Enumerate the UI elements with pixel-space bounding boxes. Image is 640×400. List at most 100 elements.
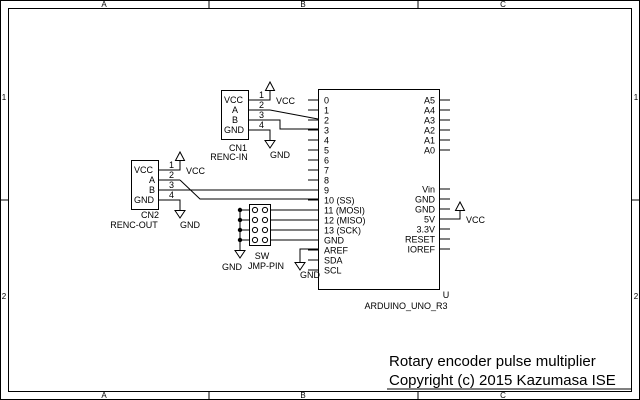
cn1-gnd-label: GND <box>270 150 291 160</box>
title-block: Rotary encoder pulse multiplier Copyrigh… <box>387 353 632 390</box>
drawing-copyright: Copyright (c) 2015 Kazumasa ISE <box>389 372 616 389</box>
arduino-pin-label-gnd-1: GND <box>415 195 436 205</box>
zone-col-c-bottom: C <box>500 391 506 400</box>
arduino-left-pin-stubs <box>308 99 318 271</box>
sw-junction-dots <box>237 207 243 243</box>
arduino-pin-label-8-8: 8 <box>324 176 329 186</box>
cn2-gnd-label: GND <box>180 220 201 230</box>
connector-cn1: VCC A B GND 1 2 3 4 CN1 RENC-IN VCC GND <box>210 80 319 162</box>
arduino-pin-label-3-3v-4: 3.3V <box>416 225 435 235</box>
cn2-pin-3-number: 3 <box>169 180 174 190</box>
arduino-vcc-symbol <box>454 200 466 211</box>
arduino-pin-label-gnd-2: GND <box>415 205 436 215</box>
zone-col-a-bottom: A <box>101 391 107 400</box>
switch-jumper: GND SW JMP-PIN <box>222 204 318 272</box>
cn2-pin-a-label: A <box>149 175 155 185</box>
cn1-pin-4-number: 4 <box>259 120 264 130</box>
sw-gnd-label: GND <box>222 262 243 272</box>
arduino-value: ARDUINO_UNO_R3 <box>364 301 447 311</box>
arduino-pin-label-3-3: 3 <box>324 126 329 136</box>
arduino-pin-label-0-0: 0 <box>324 96 329 106</box>
sw-pins <box>251 206 269 244</box>
arduino-pin-label-a5: A5 <box>424 96 435 106</box>
zone-col-b-top: B <box>300 0 305 9</box>
cn2-vcc-label: VCC <box>186 166 206 176</box>
zone-col-a-top: A <box>101 0 107 9</box>
zone-row-1-left: 1 <box>2 93 7 102</box>
arduino-pin-label-7-7: 7 <box>324 166 329 176</box>
cn2-pin-b-label: B <box>149 185 155 195</box>
cn2-pin-2-number: 2 <box>169 170 174 180</box>
cn2-pin-vcc-label: VCC <box>134 165 154 175</box>
connector-cn2: VCC A B GND 1 2 3 4 CN2 RENC-OUT VCC GND <box>110 150 318 230</box>
cn1-value: RENC-IN <box>210 152 248 162</box>
cn2-body <box>131 160 159 210</box>
arduino-pin-label-12-miso-12: 12 (MISO) <box>324 216 366 226</box>
sw-value: JMP-PIN <box>248 261 284 271</box>
cn2-reference: CN2 <box>141 210 159 220</box>
arduino-pin-label-ioref-6: IOREF <box>407 245 435 255</box>
cn2-value: RENC-OUT <box>110 220 158 230</box>
cn2-vcc-symbol <box>174 150 186 161</box>
zone-row-1-right: 1 <box>634 93 639 102</box>
zone-col-c-top: C <box>500 0 506 9</box>
arduino-gnd-symbol <box>294 262 306 271</box>
cn1-pin-vcc-label: VCC <box>224 95 244 105</box>
cn2-pin-4-number: 4 <box>169 190 174 200</box>
arduino-pin-label-aref-15: AREF <box>324 246 349 256</box>
cn1-pin-gnd-label: GND <box>224 125 245 135</box>
arduino-pin-label-gnd-14: GND <box>324 236 345 246</box>
drawing-title: Rotary encoder pulse multiplier <box>389 353 596 370</box>
cn1-pin-b-label: B <box>232 115 238 125</box>
cn2-wires <box>159 160 318 210</box>
cn1-reference: CN1 <box>229 143 247 153</box>
sw-reference: SW <box>255 251 270 261</box>
arduino-pin-label-9-9: 9 <box>324 186 329 196</box>
arduino-right-pin-stubs <box>440 99 450 250</box>
arduino-pin-label-sda-16: SDA <box>324 256 343 266</box>
sw-gnd-symbol <box>234 250 246 259</box>
cn1-vcc-symbol <box>264 80 276 91</box>
cn2-gnd-symbol <box>174 210 186 219</box>
cn2-pin-gnd-label: GND <box>134 195 155 205</box>
zone-row-2-left: 2 <box>2 292 7 301</box>
arduino-pin-label-1-1: 1 <box>324 106 329 116</box>
arduino-power-wires <box>299 210 461 262</box>
arduino-pin-label-11-mosi-11: 11 (MOSI) <box>324 206 365 216</box>
arduino-pin-label-vin-0: Vin <box>422 185 435 195</box>
cn1-pin-a-label: A <box>232 105 238 115</box>
arduino-pin-label-6-6: 6 <box>324 156 329 166</box>
cn2-pin-1-number: 1 <box>169 160 174 170</box>
cn1-pin-2-number: 2 <box>259 100 264 110</box>
arduino-gnd-label: GND <box>300 270 321 280</box>
sw-body <box>249 204 271 246</box>
cn1-gnd-symbol <box>264 140 276 149</box>
cn1-pin-3-number: 3 <box>259 110 264 120</box>
arduino-pin-label-4-4: 4 <box>324 136 329 146</box>
cn1-pin-1-number: 1 <box>259 90 264 100</box>
arduino-pin-label-reset-5: RESET <box>405 235 436 245</box>
arduino-pin-label-scl-17: SCL <box>324 266 342 276</box>
arduino-pin-label-10-ss-10: 10 (SS) <box>324 196 355 206</box>
arduino-pin-label-5-5: 5 <box>324 146 329 156</box>
arduino-pin-label-a2: A2 <box>424 126 435 136</box>
arduino-reference: U <box>443 290 450 300</box>
arduino-pin-label-13-sck-13: 13 (SCK) <box>324 226 361 236</box>
zone-row-2-right: 2 <box>634 292 639 301</box>
arduino-pin-label-2-2: 2 <box>324 116 329 126</box>
arduino-pin-label-a3: A3 <box>424 116 435 126</box>
sw-wires <box>239 209 318 250</box>
arduino-pin-label-a4: A4 <box>424 106 435 116</box>
arduino-pin-label-5v-3: 5V <box>424 215 435 225</box>
cn1-wires <box>249 90 319 140</box>
zone-col-b-bottom: B <box>300 391 305 400</box>
arduino-body <box>318 89 440 290</box>
arduino-pin-label-a1: A1 <box>424 136 435 146</box>
cn1-vcc-label: VCC <box>276 96 296 106</box>
